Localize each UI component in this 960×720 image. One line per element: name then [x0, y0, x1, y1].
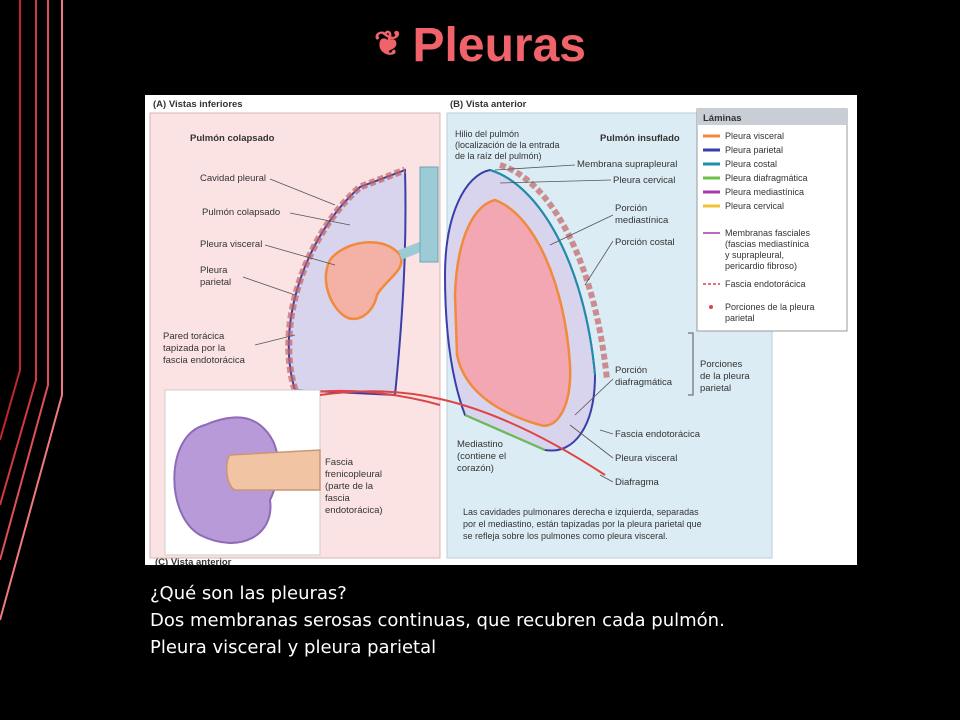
svg-text:Pleura visceral: Pleura visceral — [615, 453, 677, 464]
svg-text:(parte de la: (parte de la — [325, 481, 374, 492]
svg-text:(localización de la entrada: (localización de la entrada — [455, 140, 560, 150]
porciones-bracket — [688, 332, 694, 396]
inflated-lung-view — [319, 162, 610, 476]
caption-types: Pleura visceral y pleura parietal — [150, 637, 437, 658]
svg-text:fascia endotorácica: fascia endotorácica — [163, 355, 246, 366]
svg-text:frenicopleural: frenicopleural — [325, 469, 382, 480]
svg-text:Diafragma: Diafragma — [615, 477, 660, 488]
svg-text:Mediastino: Mediastino — [457, 439, 503, 450]
legend-item-label: Pleura parietal — [725, 145, 783, 155]
fascia-frenicopleural-label: Fascia frenicopleural (parte de la fasci… — [325, 457, 383, 516]
legend-item-label: Pleura mediastínica — [725, 187, 804, 197]
fleuron-icon: ❦ — [374, 25, 403, 63]
svg-text:Porciones: Porciones — [700, 359, 742, 370]
caption-definition: Dos membranas serosas continuas, que rec… — [150, 610, 725, 631]
svg-text:parietal: parietal — [200, 277, 231, 288]
svg-text:Membranas fasciales: Membranas fasciales — [725, 228, 811, 238]
svg-text:Cavidad pleural: Cavidad pleural — [200, 173, 266, 184]
svg-text:Membrana suprapleural: Membrana suprapleural — [577, 159, 677, 170]
svg-text:tapizada por la: tapizada por la — [163, 343, 226, 354]
svg-text:diafragmática: diafragmática — [615, 377, 673, 388]
caption-question: ¿Qué son las pleuras? — [150, 583, 347, 604]
legend-item-label: Pleura cervical — [725, 201, 784, 211]
collapsed-lung-view — [285, 166, 432, 397]
svg-text:por el mediastino, están tapiz: por el mediastino, están tapizadas por l… — [463, 519, 702, 529]
svg-text:Pleura visceral: Pleura visceral — [200, 239, 262, 250]
porciones-label: Porciones de la pleura parietal — [700, 359, 750, 394]
legend-title: Láminas — [703, 113, 742, 124]
panel-b-heading: (B) Vista anterior — [450, 99, 527, 110]
pulmon-insuflado-subtitle: Pulmón insuflado — [600, 133, 680, 144]
slide-caption: ¿Qué son las pleuras? Dos membranas sero… — [150, 580, 725, 661]
svg-text:se refleja sobre los pulmones: se refleja sobre los pulmones como pleur… — [463, 531, 668, 541]
svg-text:Pleura: Pleura — [200, 265, 228, 276]
svg-text:Hilio del pulmón: Hilio del pulmón — [455, 129, 519, 139]
svg-text:Pulmón colapsado: Pulmón colapsado — [202, 207, 280, 218]
svg-text:Las cavidades pulmonares derec: Las cavidades pulmonares derecha e izqui… — [463, 507, 699, 517]
panel-c-fist-illustration — [164, 389, 321, 556]
svg-text:pericardio fibroso): pericardio fibroso) — [725, 261, 797, 271]
mediastino-label: Mediastino (contiene el corazón) — [457, 439, 506, 474]
svg-text:(contiene el: (contiene el — [457, 451, 506, 462]
svg-text:y suprapleural,: y suprapleural, — [725, 250, 784, 260]
svg-text:Porciones de la pleura: Porciones de la pleura — [725, 302, 815, 312]
legend-item-label: Pleura visceral — [725, 131, 784, 141]
hilio-label: Hilio del pulmón (localización de la ent… — [455, 129, 560, 161]
svg-text:(fascias mediastínica: (fascias mediastínica — [725, 239, 809, 249]
svg-text:Fascia endotorácica: Fascia endotorácica — [725, 279, 806, 289]
svg-text:Fascia: Fascia — [325, 457, 354, 468]
pulmon-colapsado-subtitle: Pulmón colapsado — [190, 133, 275, 144]
svg-text:Fascia endotorácica: Fascia endotorácica — [615, 429, 701, 440]
svg-text:de la raíz del pulmón): de la raíz del pulmón) — [455, 151, 542, 161]
legend-item-label: Pleura costal — [725, 159, 777, 169]
svg-text:Porción: Porción — [615, 203, 647, 214]
svg-text:de la pleura: de la pleura — [700, 371, 750, 382]
panel-c-heading: (C) Vista anterior — [155, 557, 232, 565]
svg-text:Pared torácica: Pared torácica — [163, 331, 225, 342]
svg-text:parietal: parietal — [700, 383, 731, 394]
svg-text:endotorácica): endotorácica) — [325, 505, 383, 516]
svg-text:mediastínica: mediastínica — [615, 215, 669, 226]
decorative-lines — [0, 0, 63, 621]
legend-item-label: Pleura diafragmática — [725, 173, 808, 183]
svg-text:Porción costal: Porción costal — [615, 237, 675, 248]
panel-a-labels: Cavidad pleural Pulmón colapsado Pleura … — [163, 173, 280, 366]
svg-text:corazón): corazón) — [457, 463, 494, 474]
svg-text:fascia: fascia — [325, 493, 351, 504]
panel-a-leader-lines — [242, 178, 351, 346]
svg-text:Pleura cervical: Pleura cervical — [613, 175, 675, 186]
pleura-diagram: (A) Vistas inferiores (B) Vista anterior… — [145, 95, 857, 565]
panel-b-right-labels: Membrana suprapleural Pleura cervical Po… — [577, 159, 701, 488]
panel-a-heading: (A) Vistas inferiores — [153, 99, 243, 110]
panel-b-caption: Las cavidades pulmonares derecha e izqui… — [463, 507, 702, 541]
svg-text:parietal: parietal — [725, 313, 755, 323]
slide-title: ❦Pleuras — [374, 19, 586, 72]
svg-text:Porción: Porción — [615, 365, 647, 376]
panel-b-leader-lines — [494, 164, 614, 483]
